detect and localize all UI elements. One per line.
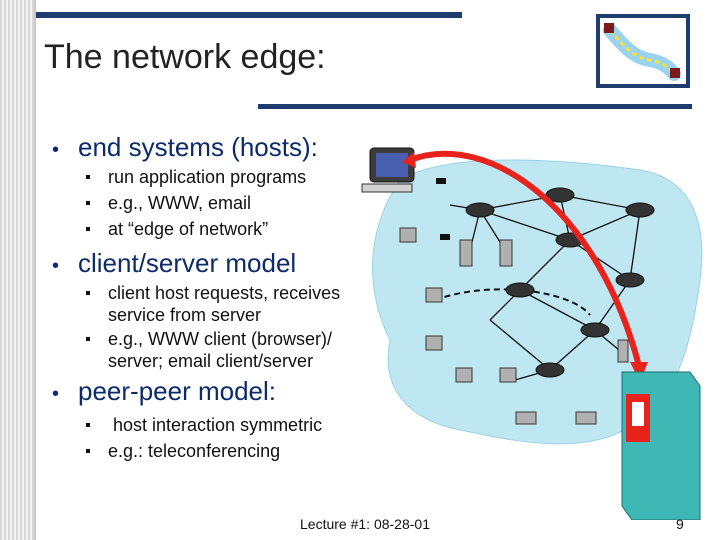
sub-bullet-text: client host requests, receives service f…: [108, 283, 341, 325]
sub-bullet-marker: [86, 291, 90, 295]
arrowhead-client: [402, 152, 416, 168]
network-edge-illustration: [361, 147, 703, 520]
small-host-icons: [399, 227, 629, 425]
decorative-stripe: [0, 0, 34, 540]
bullet-dot: •: [52, 139, 60, 161]
sub-bullet-marker: [86, 227, 90, 231]
bullet-client-server: • client/server model: [52, 248, 296, 279]
client-server-arrow-upper: [408, 150, 643, 371]
slide-title: The network edge:: [44, 38, 326, 76]
sub-bullet: e.g.: teleconferencing: [86, 440, 364, 462]
sub-bullet-text: e.g., WWW client (browser)/ server; emai…: [108, 329, 333, 371]
sub-bullet-marker: [86, 337, 90, 341]
sub-bullet-text: host interaction symmetric: [108, 415, 323, 435]
sub-bullet: e.g., WWW, email: [86, 192, 348, 214]
router-icons: [465, 187, 655, 378]
bullet-text: peer-peer model:: [78, 376, 276, 406]
desktop-computer-icon: [361, 147, 415, 193]
sub-bullet-text: at “edge of network”: [108, 219, 269, 239]
sub-bullet-marker: [86, 175, 90, 179]
sub-bullet-marker: [86, 449, 90, 453]
sub-bullet-marker: [86, 423, 90, 427]
sub-bullet-text: e.g.: teleconferencing: [108, 441, 281, 461]
sub-bullet: host interaction symmetric: [86, 414, 364, 436]
phone-icons: [436, 178, 450, 240]
bullet-peer-peer: • peer-peer model:: [52, 376, 276, 407]
sub-bullet-text: run application programs: [108, 167, 307, 187]
title-underline-bar: [258, 104, 692, 109]
bullet-dot: •: [52, 383, 60, 405]
sub-bullet: client host requests, receives service f…: [86, 282, 364, 326]
page-number: 9: [676, 516, 684, 532]
decorative-stripe-edge: [34, 0, 36, 540]
bullet-dot: •: [52, 255, 60, 277]
sub-bullet-text: e.g., WWW, email: [108, 193, 252, 213]
bullet-text: end systems (hosts):: [78, 132, 318, 162]
footer-lecture-label: Lecture #1: 08-28-01: [300, 516, 430, 532]
network-links: [449, 194, 641, 381]
sub-bullet: e.g., WWW client (browser)/ server; emai…: [86, 328, 364, 372]
sub-bullet: run application programs: [86, 166, 348, 188]
bullet-end-systems: • end systems (hosts):: [52, 132, 318, 163]
bullet-text: client/server model: [78, 248, 297, 278]
sub-bullet-marker: [86, 201, 90, 205]
server-tower-icon: [621, 371, 701, 520]
top-accent-bar: [36, 12, 462, 18]
sub-bullet: at “edge of network”: [86, 218, 348, 240]
network-logo-icon: [596, 14, 690, 88]
